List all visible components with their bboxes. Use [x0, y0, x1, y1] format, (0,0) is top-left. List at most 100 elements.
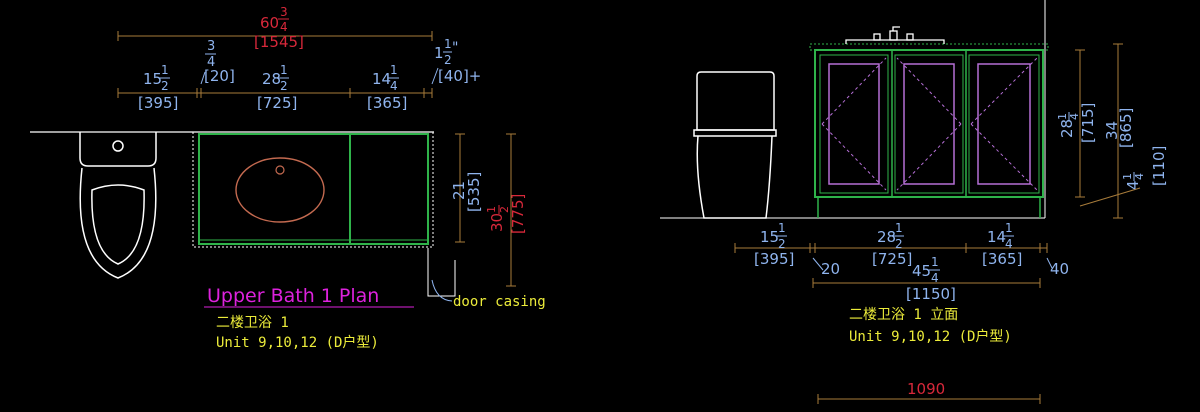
plan-drain [275, 165, 285, 175]
plan-gap-small-num: 3 [207, 39, 215, 54]
plan-gap-end-inch: " [452, 40, 458, 56]
plan-overall-label: 60 3 4 [1545] [254, 5, 304, 51]
plan-seg1-label: 15 1 2 [395] [138, 63, 178, 112]
plan-seg3-den: 4 [390, 79, 398, 93]
plan-overall-whole: 60 [260, 14, 279, 32]
plan-seg3-whole: 14 [372, 70, 391, 88]
plan-gap-end-num: 1 [444, 37, 452, 51]
plan-overall-mm: [1545] [254, 33, 304, 51]
plan-seg3-label: 14 1 4 [365] [367, 63, 407, 112]
plan-seg2-label: 28 1 2 [725] [257, 63, 297, 112]
plan-view: 60 3 4 [1545] 15 1 2 [395] 3 4 [ [30, 5, 546, 351]
plan-seg1-whole: 15 [143, 70, 162, 88]
elevation-countertop [809, 26, 1049, 51]
elevation-seg1-mm: [395] [754, 250, 794, 268]
elevation-seg2-mm: [725] [872, 250, 912, 268]
plan-seg1-num: 1 [161, 63, 169, 77]
elevation-height-total-label: 34 [865] [1103, 108, 1135, 148]
plan-gap-end-whole: 1 [434, 44, 444, 62]
elevation-seg2-num: 1 [895, 221, 903, 235]
elevation-door-center [894, 54, 964, 194]
plan-gap-small-mm: [20] [204, 67, 235, 85]
elevation-seg1-den: 2 [778, 237, 786, 251]
elevation-toilet [693, 71, 777, 219]
elevation-seg1-whole: 15 [760, 228, 779, 246]
plan-gap-small-den: 4 [207, 55, 215, 70]
plan-cabinet-outline [192, 131, 434, 248]
elevation-door-left [819, 54, 889, 194]
plan-depth-total-whole: 30 [488, 213, 506, 232]
elevation-segment-dimension [734, 243, 1053, 288]
elevation-view: 15 1 2 [395] 28 1 2 [725] 14 1 4 [365] 2… [660, 0, 1168, 404]
elevation-toe-kick-label: 4 1 4 [110] [1121, 146, 1168, 190]
elevation-seg3-num: 1 [1005, 221, 1013, 235]
elevation-toe-kick-mm: [110] [1150, 146, 1168, 186]
plan-overall-den: 4 [280, 20, 288, 34]
plan-gap-end-mm: [40]+ [438, 67, 481, 85]
plan-seg2-mm: [725] [257, 94, 297, 112]
plan-toilet [79, 132, 157, 279]
elevation-door-right [968, 54, 1040, 194]
plan-cabinet [192, 131, 434, 248]
elevation-toe-kick-den: 4 [1133, 173, 1146, 180]
elevation-overall-den: 4 [931, 271, 939, 285]
elevation-seg2-whole: 28 [877, 228, 896, 246]
elevation-seg3-den: 4 [1005, 237, 1013, 251]
elevation-height-total-whole: 34 [1103, 121, 1121, 140]
elevation-height-cab-mm: [715] [1079, 103, 1097, 143]
plan-seg3-num: 1 [390, 63, 398, 77]
elevation-toe-kick-num: 1 [1121, 173, 1134, 180]
plan-seg2-den: 2 [280, 79, 288, 93]
door-casing-label: door casing [453, 294, 546, 310]
elevation-seg1-num: 1 [778, 221, 786, 235]
plan-depth-label: 21 [535] [450, 172, 483, 212]
elevation-bottom-dimension [817, 394, 1041, 404]
plan-seg2-num: 1 [280, 63, 288, 77]
plan-gap-end-label: 1 1 2 " [40]+ [431, 37, 481, 85]
plan-seg2-whole: 28 [262, 70, 281, 88]
elevation-overall-whole: 45 [912, 262, 931, 280]
elevation-height-cab-whole: 28 [1058, 119, 1076, 138]
plan-overall-dimension [117, 31, 433, 41]
plan-gap-small-label: 3 4 [20] [200, 39, 235, 85]
plan-seg3-mm: [365] [367, 94, 407, 112]
elevation-height-cab-den: 4 [1068, 113, 1081, 120]
elevation-toe-kick-whole: 4 [1124, 180, 1142, 190]
plan-units: Unit 9,10,12 (D户型) [216, 334, 379, 351]
plan-depth-whole: 21 [450, 181, 468, 200]
elevation-height-total-mm: [865] [1117, 108, 1135, 148]
elevation-height-cab-num: 1 [1056, 113, 1069, 120]
plan-subtitle-cn: 二楼卫浴 1 [216, 315, 289, 331]
plan-overall-num: 3 [280, 5, 288, 19]
elevation-overall-label: 45 1 4 [1150] [906, 255, 956, 303]
plan-cabinet-body [198, 133, 429, 245]
elevation-seg1-label: 15 1 2 [395] [754, 221, 794, 268]
elevation-cabinet [814, 49, 1044, 218]
plan-segment-dimension [117, 88, 433, 98]
elevation-seg3-whole: 14 [987, 228, 1006, 246]
plan-basin [235, 157, 325, 223]
plan-depth-total-num: 1 [485, 206, 498, 213]
elevation-height-cab-label: 28 1 4 [715] [1056, 103, 1097, 143]
elevation-height-dimension [1075, 43, 1141, 219]
elevation-subtitle-cn: 二楼卫浴 1 立面 [849, 307, 958, 323]
elevation-overall-num: 1 [931, 255, 939, 269]
elevation-units: Unit 9,10,12 (D户型) [849, 328, 1012, 345]
faucet-icon [845, 26, 945, 44]
door-casing-symbol [427, 248, 456, 302]
elevation-left-gap: 20 [821, 260, 840, 278]
plan-depth-total-label: 30 1 2 [775] [485, 194, 527, 234]
plan-depth-total-den: 2 [498, 206, 511, 213]
elevation-seg2-label: 28 1 2 [725] [872, 221, 912, 268]
plan-depth-total-mm: [775] [509, 194, 527, 234]
elevation-bottom-dim-label: 1090 [907, 380, 945, 398]
elevation-right-gap: 40 [1050, 260, 1069, 278]
plan-seg1-den: 2 [161, 79, 169, 93]
plan-depth-dimension [455, 133, 516, 287]
elevation-seg3-label: 14 1 4 [365] [982, 221, 1022, 268]
plan-depth-mm: [535] [465, 172, 483, 212]
elevation-seg2-den: 2 [895, 237, 903, 251]
plan-title: Upper Bath 1 Plan [207, 285, 379, 307]
plan-gap-end-den: 2 [444, 53, 452, 67]
elevation-overall-mm: [1150] [906, 285, 956, 303]
